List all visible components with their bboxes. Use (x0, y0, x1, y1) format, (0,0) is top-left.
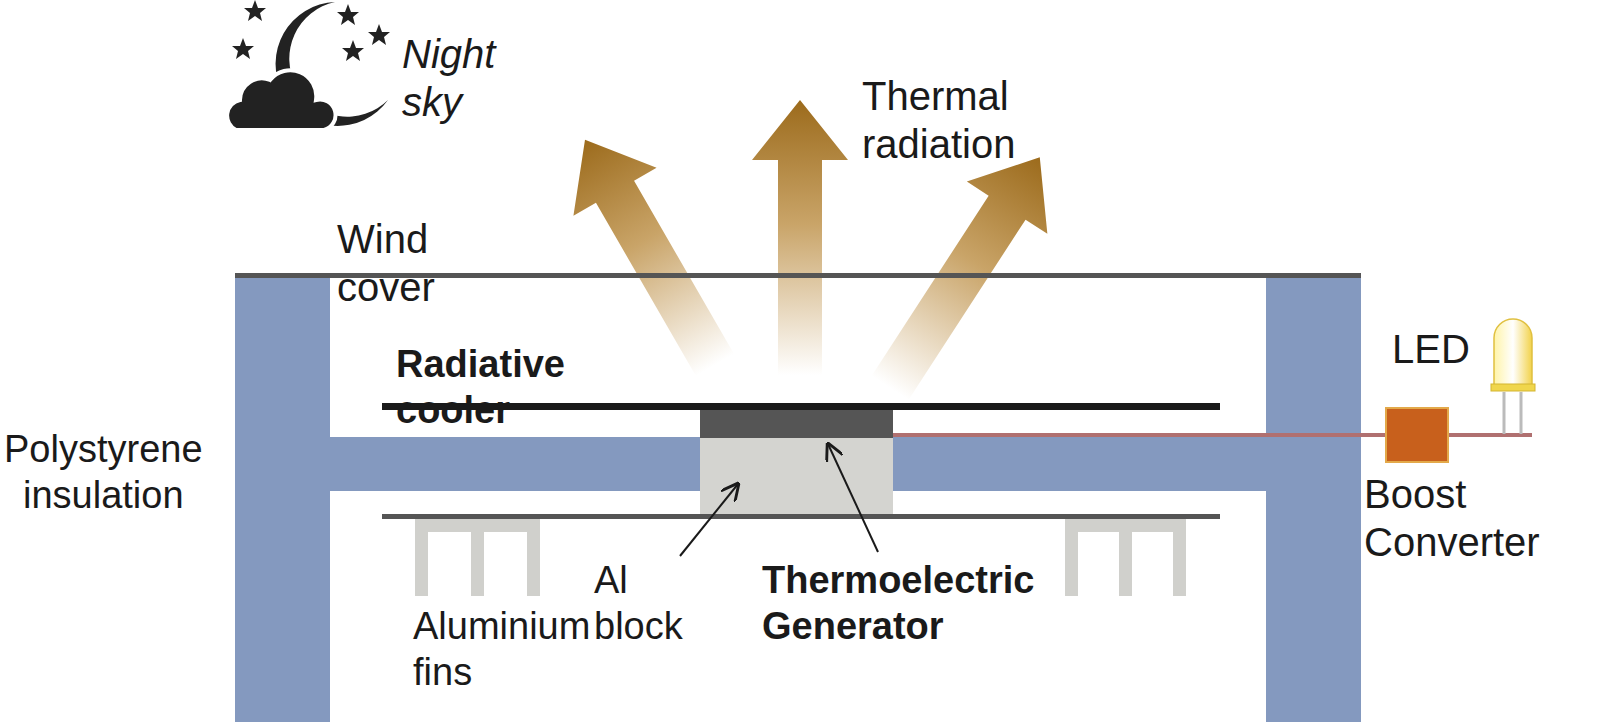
part-label: Al block (594, 558, 683, 649)
heat-sink-plate (382, 514, 1220, 519)
part-label: Boost Converter (1364, 470, 1540, 566)
part-label: Aluminium fins (413, 604, 590, 695)
polystyrene-insulation (235, 278, 1361, 722)
leader-lines (680, 444, 878, 556)
al-block (700, 438, 893, 514)
part-label: Wind cover (337, 215, 435, 311)
thermoelectric-generator (700, 410, 893, 438)
radiation-label: Thermal radiation (862, 72, 1015, 168)
part-label: LED (1392, 325, 1470, 373)
boost-converter-box (1386, 408, 1448, 462)
led-symbol (1491, 319, 1535, 434)
output-circuit (893, 319, 1535, 462)
night-sky-icon (227, 0, 390, 130)
part-label: Radiative cooler (396, 342, 565, 433)
part-label: Polystyrene insulation (4, 427, 203, 518)
sky-label: Night sky (402, 30, 495, 126)
part-label: Thermoelectric Generator (762, 558, 1034, 649)
